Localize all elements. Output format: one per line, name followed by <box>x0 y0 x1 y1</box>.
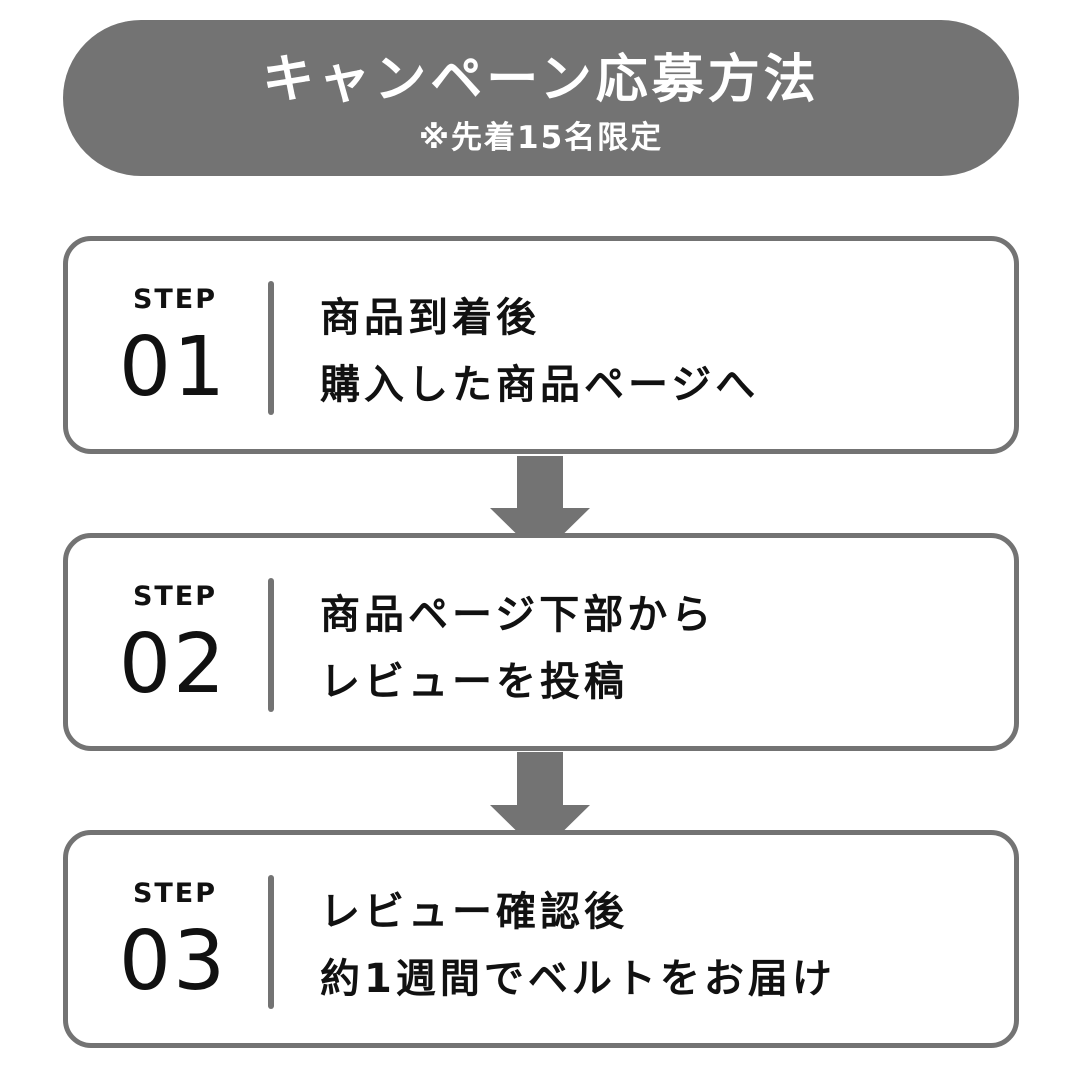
step-text-line1: 商品到着後 <box>320 295 540 341</box>
step-text-line2: 約1週間でベルトをお届け <box>320 956 836 1002</box>
step-label: STEP <box>132 284 218 315</box>
step-text-line1: 商品ページ下部から <box>320 592 716 638</box>
step-label: STEP <box>132 878 218 909</box>
header-subtitle: ※先着15名限定 <box>418 120 664 156</box>
step-number: 02 <box>118 617 228 712</box>
step-divider <box>268 875 274 1009</box>
step-label: STEP <box>132 581 218 612</box>
step-card-2: STEP 02 商品ページ下部から レビューを投稿 <box>63 533 1019 751</box>
step-divider <box>268 281 274 415</box>
step-number: 03 <box>118 914 228 1009</box>
step-card-3: STEP 03 レビュー確認後 約1週間でベルトをお届け <box>63 830 1019 1048</box>
header-title: キャンペーン応募方法 <box>262 50 820 110</box>
step-text-line2: レビューを投稿 <box>320 659 628 705</box>
step-text-line1: レビュー確認後 <box>320 889 628 935</box>
step-number: 01 <box>118 320 228 415</box>
step-card-1: STEP 01 商品到着後 購入した商品ページへ <box>63 236 1019 454</box>
campaign-header: キャンペーン応募方法 ※先着15名限定 <box>63 20 1019 176</box>
step-text-line2: 購入した商品ページへ <box>320 362 760 408</box>
step-divider <box>268 578 274 712</box>
